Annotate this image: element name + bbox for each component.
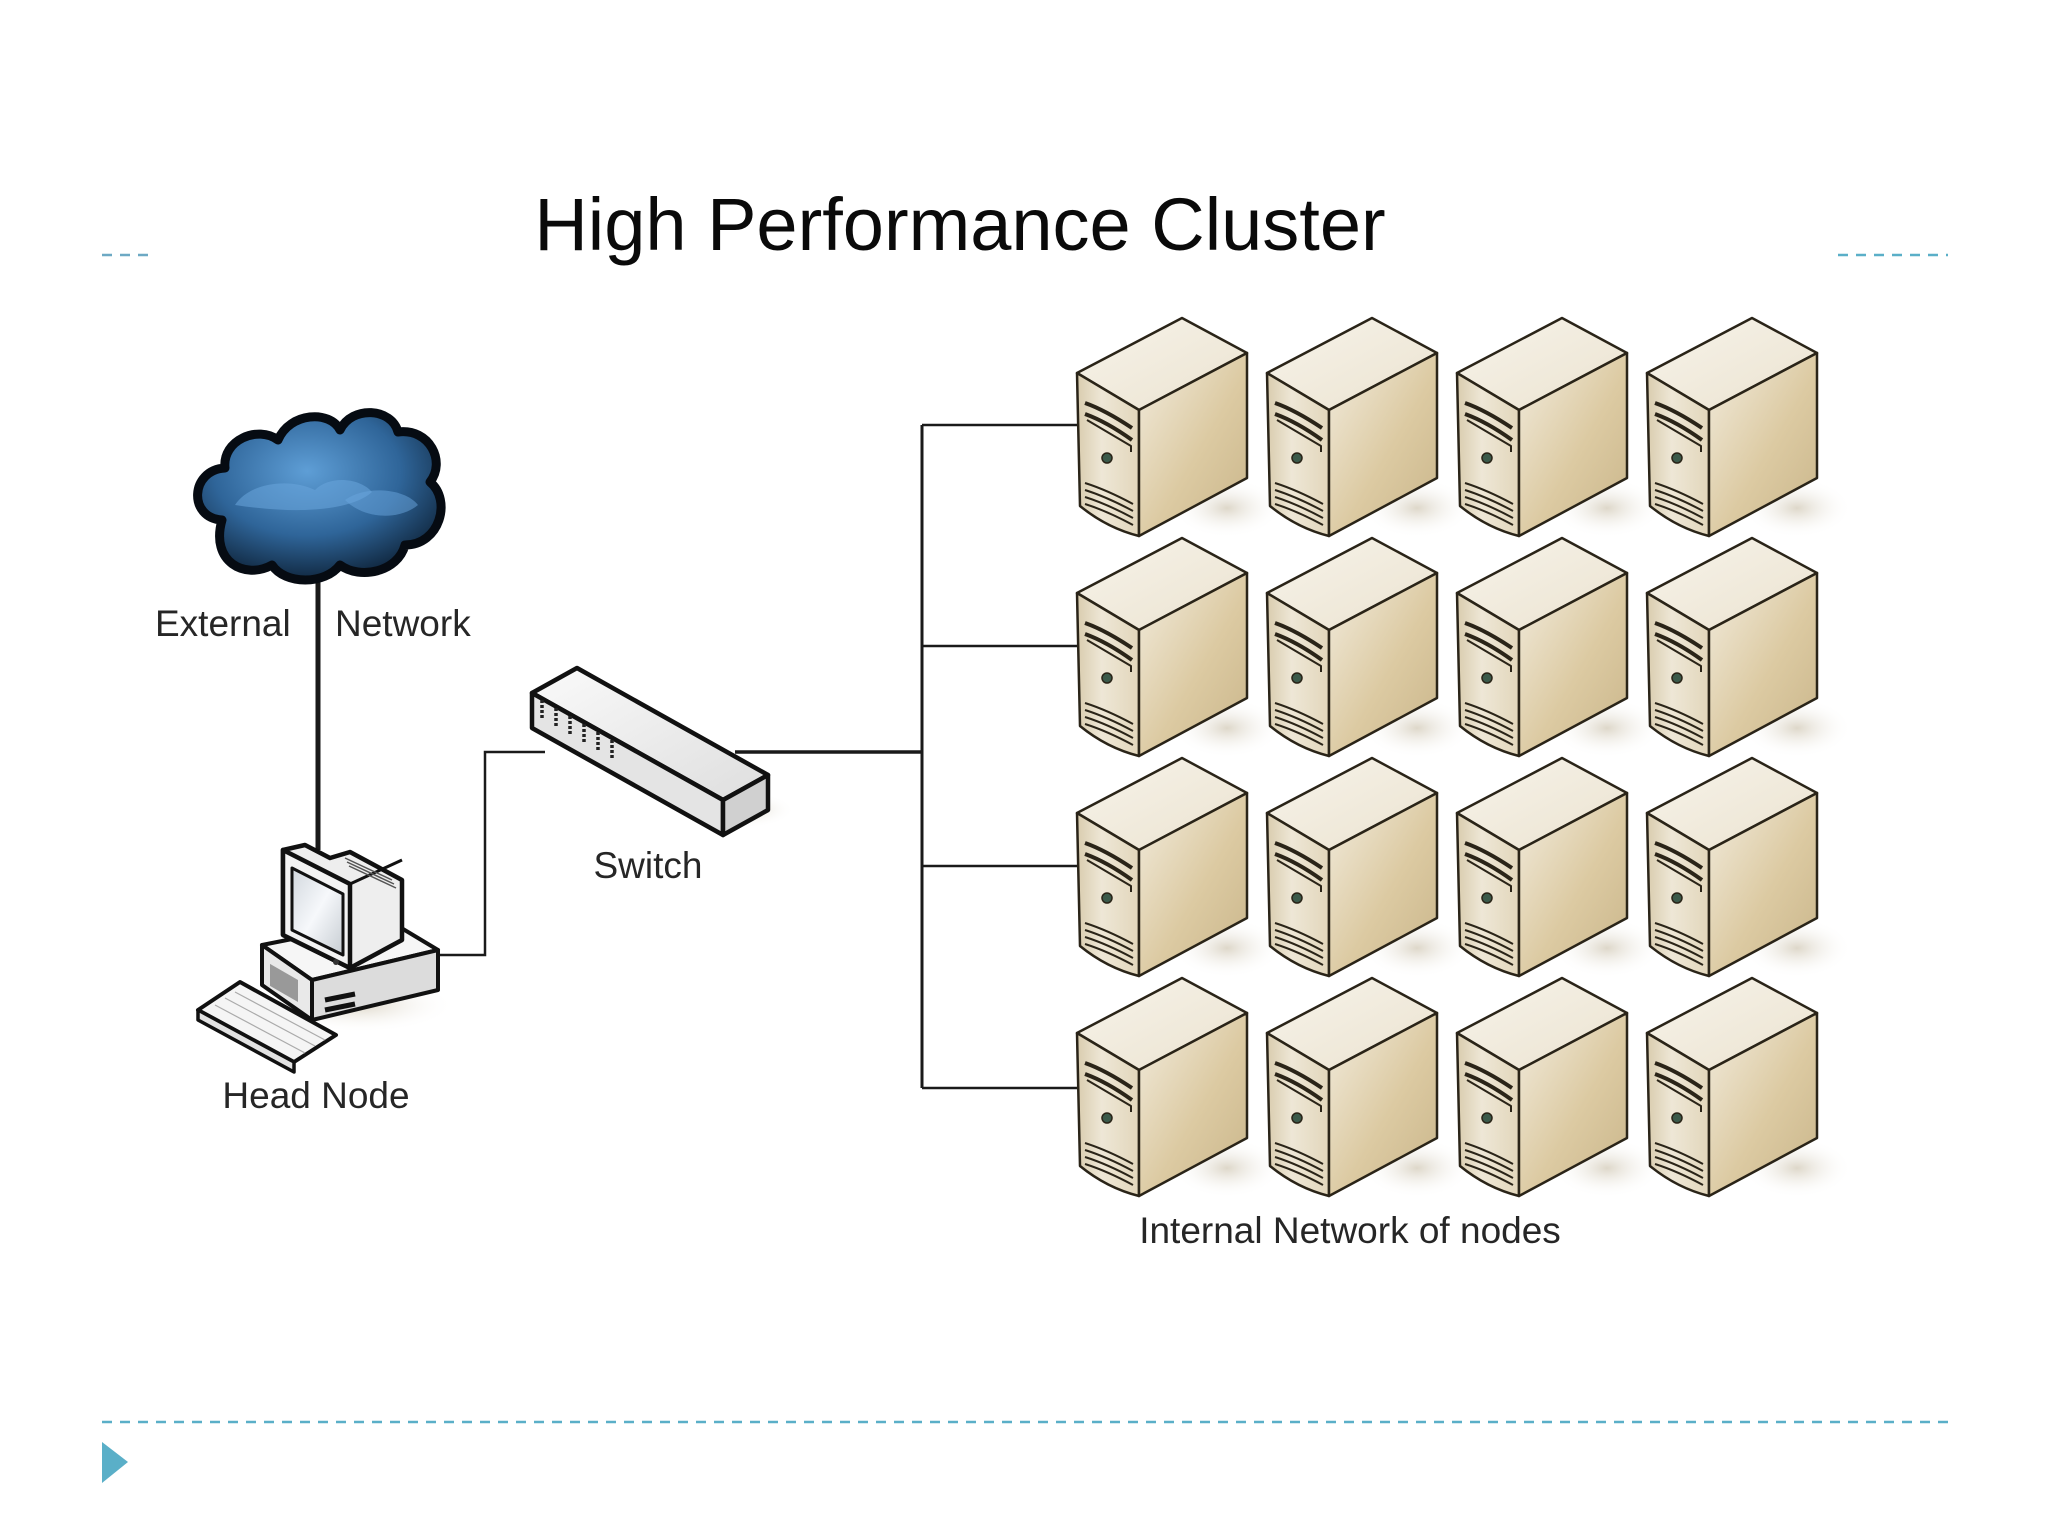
server-tower-icon [1075, 756, 1282, 978]
head-to-switch-line [438, 750, 545, 957]
server-tower-icon [1265, 316, 1472, 538]
connections [315, 423, 1078, 1090]
server-tower-icon [1265, 536, 1472, 758]
external-network-label-left: External [155, 603, 291, 644]
desktop-computer-icon [196, 842, 455, 1074]
server-tower-icon [1455, 756, 1662, 978]
server-tower-icon [1075, 536, 1282, 758]
cloud-icon [193, 408, 446, 585]
server-tower-icon [1265, 976, 1472, 1198]
server-tower-icon [1645, 316, 1852, 538]
server-tower-icon [1645, 976, 1852, 1198]
diagram-title: High Performance Cluster [534, 183, 1385, 266]
server-grid [1075, 316, 1852, 1198]
server-tower-icon [1455, 316, 1662, 538]
external-network-label-right: Network [335, 603, 471, 644]
internal-network-label: Internal Network of nodes [1139, 1210, 1561, 1251]
server-tower-icon [1075, 976, 1282, 1198]
triangle-bullet-icon [102, 1442, 128, 1483]
switch-label: Switch [594, 845, 703, 886]
network-switch-icon [529, 665, 795, 838]
server-tower-icon [1645, 756, 1852, 978]
server-tower-icon [1455, 536, 1662, 758]
server-tower-icon [1265, 756, 1472, 978]
server-tower-icon [1645, 536, 1852, 758]
head-node-label: Head Node [222, 1075, 409, 1116]
server-tower-icon [1455, 976, 1662, 1198]
server-tower-icon [1075, 316, 1282, 538]
